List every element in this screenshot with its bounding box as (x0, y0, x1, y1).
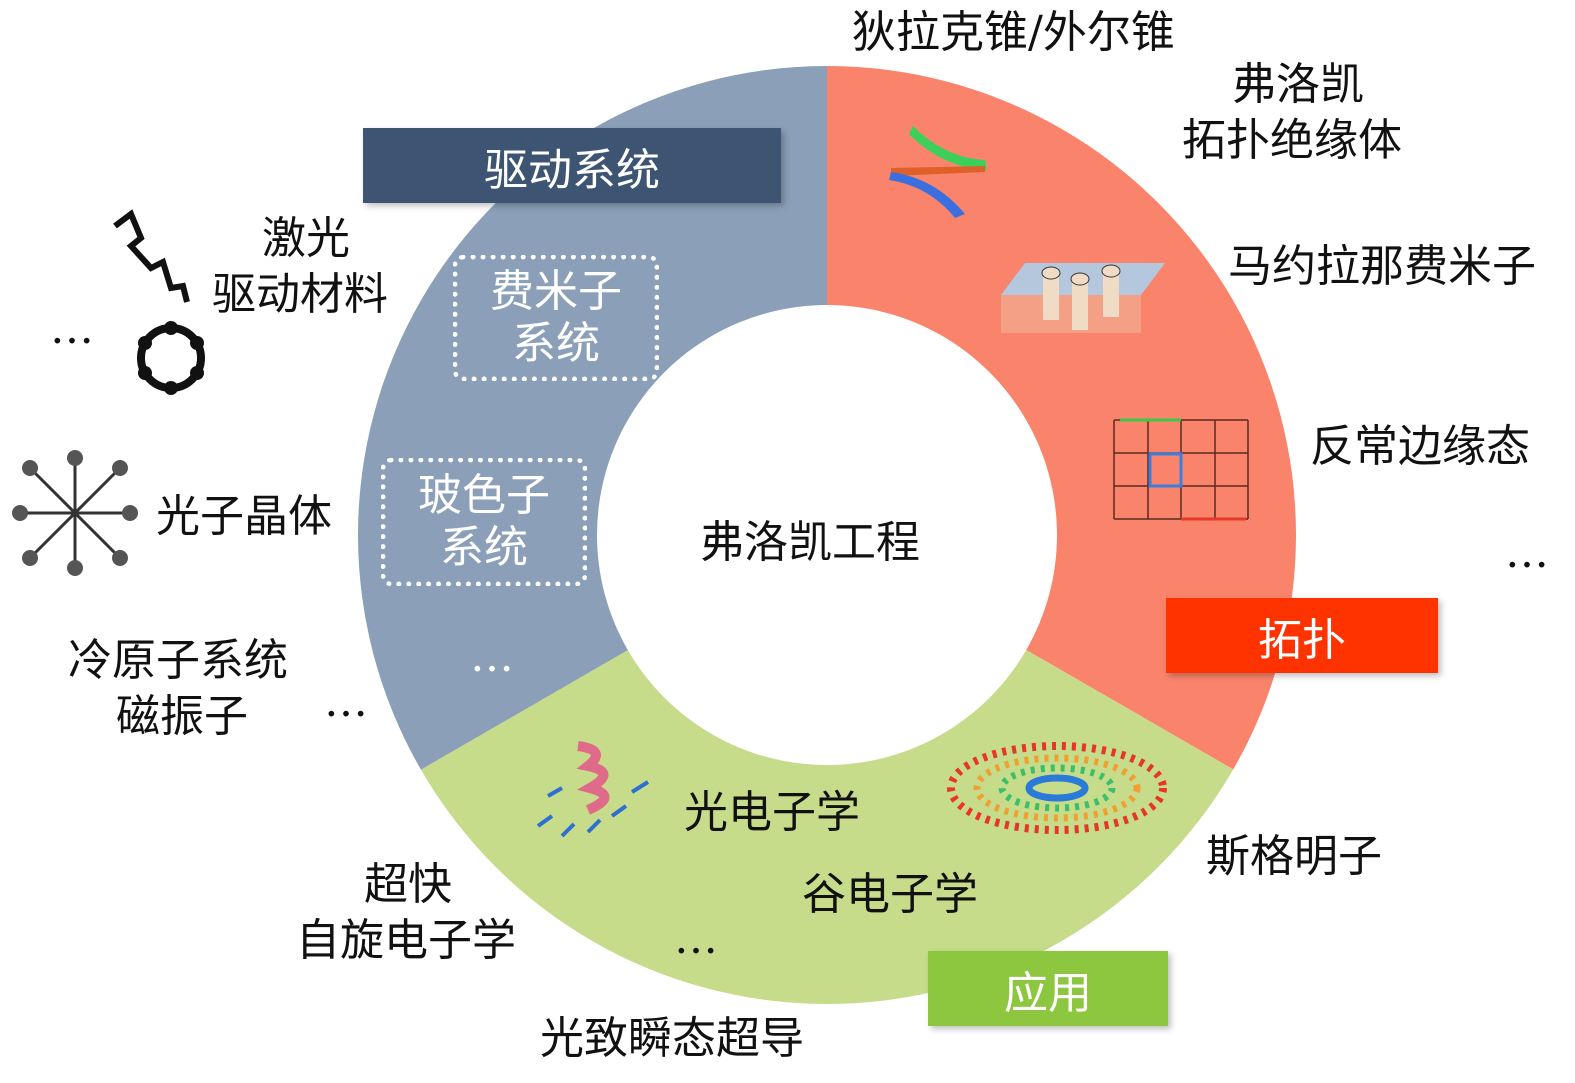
cold-atom-label: 冷原子系统 (68, 635, 288, 686)
majorana-label: 马约拉那费米子 (1228, 241, 1536, 292)
spintronics-label: 自旋电子学 (296, 915, 516, 966)
fermion-system-box: 费米子 系统 (453, 255, 659, 381)
optoelectronics-spin-icon (536, 741, 650, 838)
application-ellipsis: … (674, 913, 718, 964)
donut-segment-topology (827, 66, 1296, 770)
magnon-label: 磁振子 (116, 691, 248, 742)
donut-segment-driving (358, 66, 827, 770)
application-label-box: 应用 (928, 951, 1168, 1026)
boson-system-box: 玻色子 系统 (381, 458, 587, 586)
topology-ellipsis: … (1505, 527, 1549, 578)
photonic-crystal-icon (12, 450, 138, 576)
driving-ellipsis-2: … (324, 676, 368, 727)
ultrafast-label: 超快 (364, 859, 452, 910)
topology-label-box: 拓扑 (1166, 598, 1438, 673)
laser-label: 激光 (262, 213, 350, 264)
valleytronics-label: 谷电子学 (802, 869, 978, 920)
donut-segment-application (420, 649, 1234, 1004)
skyrmion-label: 斯格明子 (1206, 831, 1382, 882)
driven-materials-label: 驱动材料 (212, 269, 388, 320)
center-label: 弗洛凯工程 (700, 517, 920, 568)
dirac-cone-icon (889, 126, 987, 218)
light-induced-superconductivity-label: 光致瞬态超导 (540, 1013, 804, 1064)
majorana-device-icon (1001, 263, 1165, 333)
anomalous-edge-label: 反常边缘态 (1310, 421, 1530, 472)
fermion-line1: 费米子 (490, 266, 622, 317)
driving-inner-ellipsis: … (470, 631, 514, 682)
boson-line1: 玻色子 (418, 470, 550, 521)
driving-ellipsis-1: … (50, 303, 94, 354)
dirac-weyl-label: 狄拉克锥/外尔锥 (852, 7, 1175, 58)
boson-line2: 系统 (440, 522, 528, 573)
optoelectronics-label: 光电子学 (684, 787, 860, 838)
fermion-line2: 系统 (512, 318, 600, 369)
skyrmion-icon (947, 742, 1167, 834)
lattice-edge-state-icon (1113, 418, 1249, 521)
laser-pulse-icon (113, 209, 205, 395)
photonic-crystal-label: 光子晶体 (156, 491, 332, 542)
topological-insulator-label: 拓扑绝缘体 (1182, 115, 1402, 166)
floquet-label: 弗洛凯 (1232, 59, 1364, 110)
driving-label-box: 驱动系统 (363, 128, 781, 203)
